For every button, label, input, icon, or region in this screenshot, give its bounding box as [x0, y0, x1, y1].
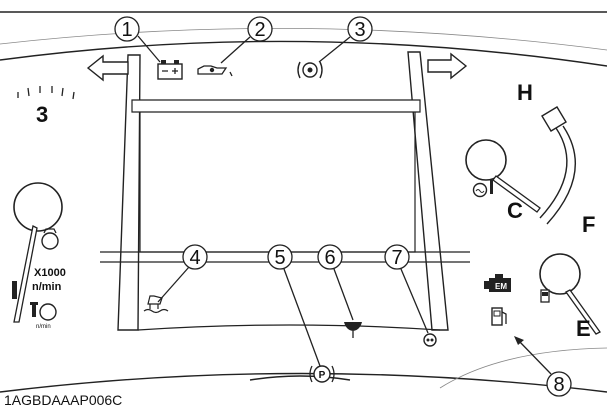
- callout-4: 4: [157, 244, 208, 303]
- svg-text:5: 5: [274, 247, 285, 269]
- air-filter-icon: [344, 322, 362, 338]
- battery-charge-icon: [157, 60, 183, 80]
- callout-6: 6: [317, 244, 354, 321]
- right-turn-arrow-icon: [427, 52, 468, 80]
- temperature-hot-label: H: [517, 80, 533, 105]
- callout-5: 5: [267, 244, 321, 367]
- coolant-level-icon: [143, 295, 169, 314]
- tachometer: 3 X1000 n/min n/min: [12, 86, 75, 330]
- figure-code: 1AGBDAAAP006C: [4, 392, 122, 408]
- fuel-needle: [565, 289, 601, 335]
- svg-text:6: 6: [324, 247, 335, 269]
- fuel-pump-icon: [540, 289, 550, 303]
- coolant-temperature-gauge: H C: [465, 80, 576, 225]
- temperature-needle: [492, 175, 541, 213]
- callout-3: 3: [318, 16, 373, 63]
- svg-text:1: 1: [121, 19, 132, 41]
- callout-8: 8: [514, 336, 572, 397]
- tachometer-scale-label: X1000: [34, 267, 66, 279]
- engine-hour-icon: [30, 302, 57, 321]
- engine-icon: [41, 228, 59, 250]
- callout-7: 7: [384, 244, 429, 334]
- temperature-icon: [472, 180, 493, 198]
- tachometer-reading: 3: [36, 102, 48, 127]
- callout-2: 2: [220, 16, 273, 64]
- svg-text:2: 2: [254, 19, 265, 41]
- engine-management-icon: EM: [484, 274, 511, 292]
- low-fuel-icon: [491, 307, 507, 326]
- oil-pressure-icon: [197, 65, 233, 77]
- svg-text:7: 7: [391, 247, 402, 269]
- dashboard-outline: [0, 11, 607, 393]
- tachometer-needle: [13, 225, 38, 323]
- fuel-full-label: F: [582, 212, 595, 237]
- svg-text:P: P: [319, 370, 326, 381]
- svg-text:8: 8: [553, 374, 564, 396]
- temperature-cold-label: C: [507, 198, 523, 223]
- brake-system-icon: [297, 61, 323, 79]
- left-turn-arrow-icon: [86, 54, 129, 82]
- tachometer-sub-unit: n/min: [36, 324, 51, 330]
- fuel-empty-label: E: [576, 316, 591, 341]
- svg-text:4: 4: [189, 247, 200, 269]
- glow-plug-icon: [423, 333, 437, 347]
- svg-text:3: 3: [354, 19, 365, 41]
- tachometer-scale-ticks: [17, 86, 75, 100]
- central-display: [100, 51, 470, 331]
- parking-brake-icon: P: [309, 365, 335, 383]
- tachometer-unit-label: n/min: [32, 281, 62, 293]
- fuel-gauge: E: [539, 253, 601, 341]
- svg-text:EM: EM: [495, 282, 507, 291]
- callout-1: 1: [114, 16, 161, 63]
